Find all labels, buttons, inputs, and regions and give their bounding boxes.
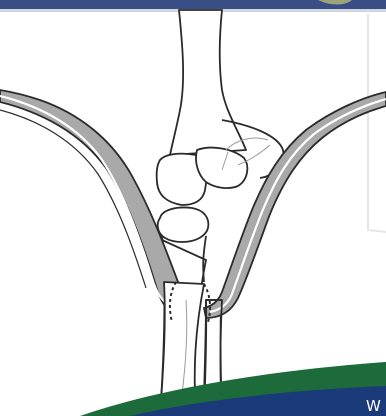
- humerus-shaft: [170, 10, 246, 155]
- banner-text: W: [366, 398, 386, 414]
- elbow-joint: [157, 148, 248, 205]
- left-strap: [0, 90, 196, 314]
- left-strap-band: [0, 90, 196, 314]
- radial-head: [158, 207, 209, 242]
- page-edge-shadow: [368, 14, 386, 232]
- corner-banner: [80, 362, 386, 416]
